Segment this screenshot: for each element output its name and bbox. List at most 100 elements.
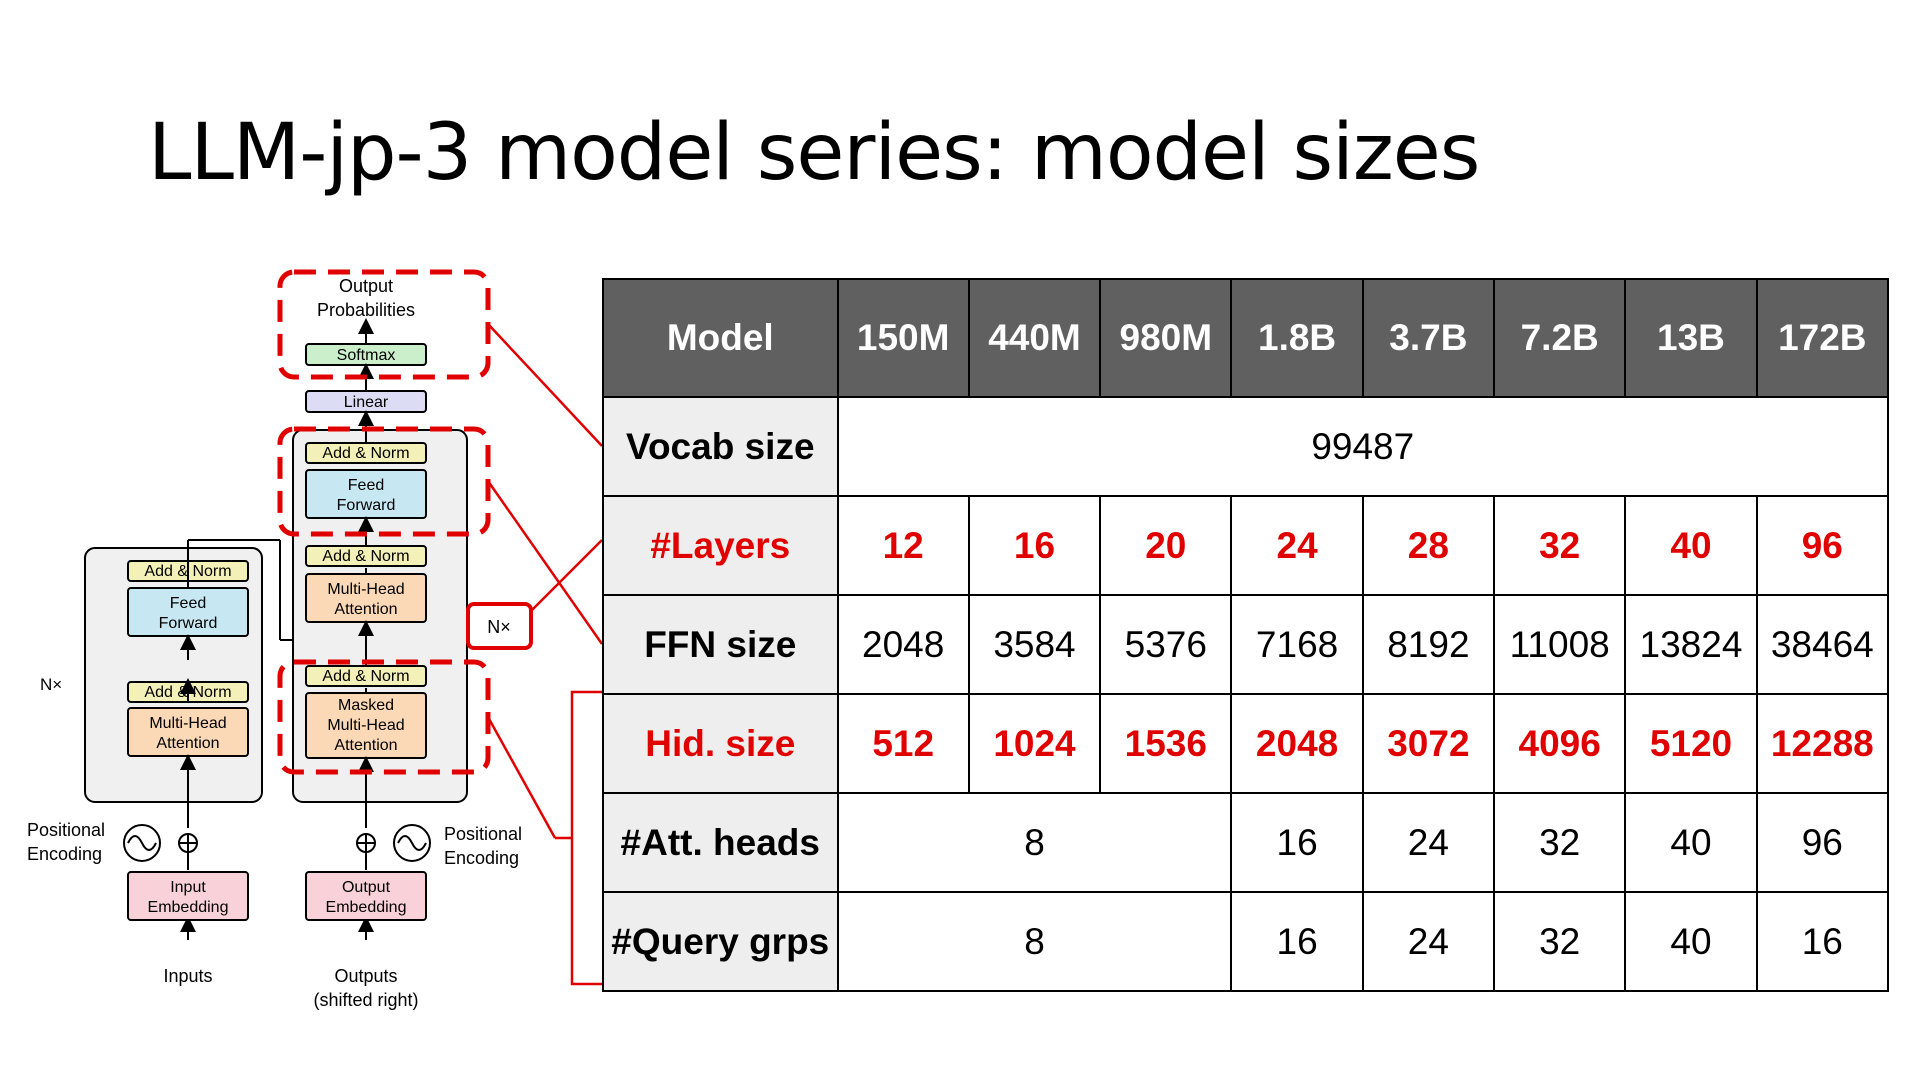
table-cell: 40 [1624,792,1758,893]
table-cell: 32 [1493,495,1627,596]
row-hidden: Hid. size 512 1024 1536 2048 3072 4096 5… [602,693,1890,794]
table-cell: 24 [1361,891,1496,992]
table-cell: 11008 [1493,594,1627,695]
encoder-nx-label: N× [40,675,62,694]
table-cell: 5376 [1099,594,1233,695]
table-cell: 512 [836,693,970,794]
encoder-stack [84,547,263,803]
row-layers: #Layers 12 16 20 24 28 32 40 96 [602,495,1890,596]
header-1-8b: 1.8B [1230,278,1364,398]
connector-vocab [487,323,603,447]
table-cell: 16 [1230,792,1364,893]
table-cell: 8 [836,891,1233,992]
output-embedding-line2: Embedding [326,899,407,916]
header-440m: 440M [967,278,1102,398]
table-cell: 8 [836,792,1233,893]
row-label-vocab: Vocab size [602,396,839,497]
table-cell: 32 [1493,891,1627,992]
row-label-query-grps: #Query grps [602,891,839,992]
table-cell: 5120 [1624,693,1758,794]
header-13b: 13B [1624,278,1758,398]
table-cell: 32 [1493,792,1627,893]
table-cell: 96 [1755,495,1890,596]
table-cell: 2048 [1230,693,1364,794]
table-cell: 16 [967,495,1102,596]
decoder-positional-line2: Encoding [444,848,519,868]
table-cell: 96 [1755,792,1890,893]
table-cell: 16 [1755,891,1890,992]
table-cell: 4096 [1493,693,1627,794]
connector-hidden [486,716,557,839]
decoder-positional-line1: Positional [444,824,522,844]
row-query-grps: #Query grps 8 16 24 32 40 16 [602,891,1890,992]
table-cell: 1536 [1099,693,1233,794]
decoder-add-norm-2-label: Add & Norm [322,548,409,565]
hidden-bracket [555,690,602,986]
slide-title: LLM-jp-3 model series: model sizes [148,108,1480,198]
decoder-masked-line3: Attention [334,737,397,754]
table-cell: 7168 [1230,594,1364,695]
table-cell: 20 [1099,495,1233,596]
row-att-heads: #Att. heads 8 16 24 32 40 96 [602,792,1890,893]
table-cell: 12 [836,495,970,596]
row-ffn: FFN size 2048 3584 5376 7168 8192 11008 … [602,594,1890,695]
table-cell: 40 [1624,891,1758,992]
row-label-layers: #Layers [602,495,839,596]
table-cell: 3584 [967,594,1102,695]
output-probabilities-line1: Output [339,276,393,296]
table-cell: 40 [1624,495,1758,596]
connector-layers-up [530,539,603,612]
table-cell: 24 [1230,495,1364,596]
header-7-2b: 7.2B [1493,278,1627,398]
model-size-table: Model 150M 440M 980M 1.8B 3.7B 7.2B 13B … [602,278,1890,992]
input-embedding-line2: Embedding [148,899,229,916]
header-980m: 980M [1099,278,1233,398]
encoder-positional-line2: Encoding [27,844,102,864]
outputs-label-line2: (shifted right) [313,990,418,1010]
inputs-label: Inputs [163,966,212,986]
outputs-label-line1: Outputs [334,966,397,986]
table-cell: 8192 [1361,594,1496,695]
decoder-ff-line1: Feed [348,477,384,494]
decoder-add-norm-3-label: Add & Norm [322,668,409,685]
header-150m: 150M [836,278,970,398]
decoder-masked-line2: Multi-Head [327,717,404,734]
table-cell: 2048 [836,594,970,695]
output-embedding-line1: Output [342,879,391,896]
input-embedding-box [127,871,249,921]
row-label-hidden: Hid. size [602,693,839,794]
nx-highlight-box [466,602,533,650]
input-embedding-line1: Input [170,879,206,896]
table-header-row: Model 150M 440M 980M 1.8B 3.7B 7.2B 13B … [602,278,1890,398]
header-model: Model [602,278,839,398]
vocab-value: 99487 [836,396,1890,497]
encoder-mha-line1: Multi-Head [149,715,226,732]
encoder-positional-line1: Positional [27,820,105,840]
decoder-nx-label: N× [487,617,511,637]
connector-ffn [486,480,604,645]
encoder-feed-forward-line1: Feed [170,595,206,612]
row-label-ffn: FFN size [602,594,839,695]
decoder-mha-line2: Attention [334,601,397,618]
decoder-mha-line1: Multi-Head [327,581,404,598]
table-cell: 28 [1361,495,1496,596]
table-cell: 12288 [1755,693,1890,794]
table-cell: 3072 [1361,693,1496,794]
softmax-label: Softmax [337,347,396,364]
linear-label: Linear [344,394,389,411]
table-cell: 13824 [1624,594,1758,695]
row-vocab: Vocab size 99487 [602,396,1890,497]
output-probabilities-line2: Probabilities [317,300,415,320]
encoder-feed-forward-line2: Forward [159,615,218,632]
output-embedding-box [305,871,427,921]
encoder-mha-line2: Attention [156,735,219,752]
header-3-7b: 3.7B [1361,278,1496,398]
decoder-ff-line2: Forward [337,497,396,514]
decoder-add-norm-1-label: Add & Norm [322,445,409,462]
table-cell: 16 [1230,891,1364,992]
header-172b: 172B [1755,278,1890,398]
row-label-att-heads: #Att. heads [602,792,839,893]
table-cell: 1024 [967,693,1102,794]
table-cell: 24 [1361,792,1496,893]
